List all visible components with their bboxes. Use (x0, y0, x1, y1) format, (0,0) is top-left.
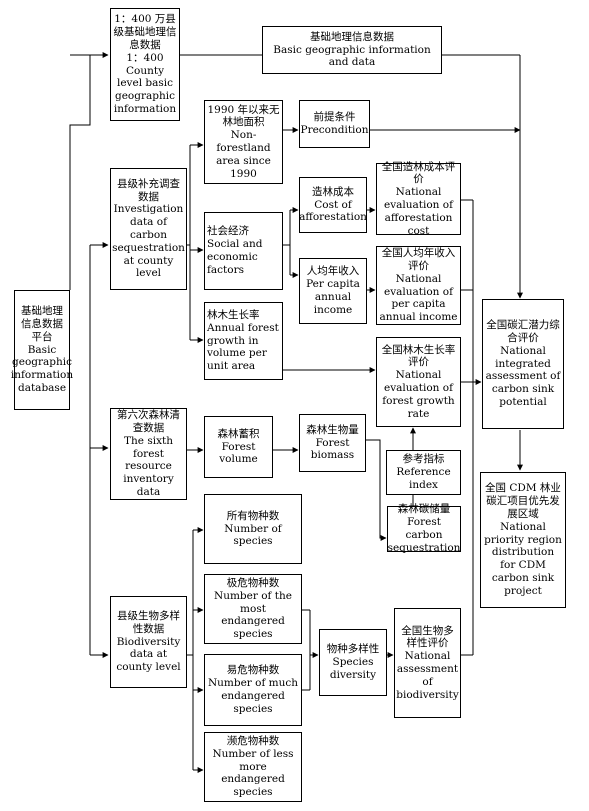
node-label-en: 1：400 County level basic geographic info… (113, 51, 177, 115)
node-label-en: Basic geographic information database (10, 343, 74, 394)
node-label-en: Biodiversity data at county level (116, 635, 181, 674)
node-growth-rate-evaluation: 全国林木生长率评价 National evaluation of forest … (376, 337, 461, 427)
node-label-zh: 森林生物量 (306, 423, 359, 436)
node-county-map-data: 1：400 万县级基础地理信息数据 1：400 County level bas… (110, 8, 180, 121)
node-label-zh: 参考指标 (402, 453, 445, 466)
node-label-en: Forest biomass (310, 436, 355, 462)
node-label-en: National integrated assessment of carbon… (485, 344, 561, 408)
node-label-en: Annual forest growth in volume per unit … (207, 321, 279, 373)
node-label-en: Number of the most endangered species (214, 589, 292, 641)
node-per-capita-income: 人均年收入 Per capita annual income (299, 258, 367, 324)
node-forest-volume: 森林蓄积 Forest volume (204, 416, 273, 478)
node-label-en: National evaluation of per capita annual… (379, 272, 458, 324)
node-forest-growth-rate: 林木生长率 Annual forest growth in volume per… (204, 302, 283, 380)
node-label-en: National evaluation of forest growth rat… (382, 369, 455, 420)
node-forest-inventory-data: 第六次森林清查数据 The sixth forest resource inve… (110, 408, 187, 500)
node-database-platform: 基础地理信息数据平台 Basic geographic information … (10, 290, 74, 410)
node-biodiversity-assessment: 全国生物多样性评价 National assessment of biodive… (394, 608, 461, 718)
node-socio-economic: 社会经济 Social and economic factors (204, 212, 283, 290)
node-label-zh: 基础地理信息数据 (310, 30, 394, 43)
node-label-zh: 人均年收入 (306, 265, 360, 278)
node-label-zh: 所有物种数 (226, 509, 280, 522)
node-label-en: Forest carbon sequestration (387, 516, 461, 554)
node-national-carbon-sink-assessment: 全国碳汇潜力综合评价 National integrated assessmen… (482, 299, 564, 429)
node-label-en: National assessment of biodiversity (396, 650, 459, 701)
node-label-en: Cost of afforestation (299, 198, 367, 224)
node-label-zh: 县级补充调查数据 (117, 177, 180, 203)
node-less-endangered-species: 濒危物种数 Number of less more endangered spe… (204, 732, 302, 802)
node-label-zh: 1：400 万县级基础地理信息数据 (113, 13, 177, 51)
node-label-en: Social and economic factors (207, 238, 263, 276)
node-label-zh: 濒危物种数 (226, 735, 280, 747)
node-label-zh: 全国造林成本评价 (381, 160, 456, 186)
node-label-zh: 全国林木生长率评价 (381, 343, 456, 369)
node-income-evaluation: 全国人均年收入评价 National evaluation of per cap… (376, 246, 461, 325)
node-label-en: Precondition (300, 124, 369, 136)
node-most-endangered-species: 极危物种数 Number of the most endangered spec… (204, 574, 302, 644)
node-label-zh: 县级生物多样性数据 (117, 610, 180, 635)
connector-spine (69, 55, 91, 290)
node-label-en: Reference index (396, 466, 451, 491)
node-county-supplementary-data: 县级补充调查数据 Investigation data of carbon se… (110, 168, 187, 290)
node-basic-geographic-data: 基础地理信息数据 Basic geographic information an… (262, 26, 442, 74)
node-precondition: 前提条件 Precondition (299, 100, 370, 148)
node-label-en: The sixth forest resource inventory data (123, 434, 174, 498)
node-label-zh: 第六次森林清查数据 (117, 409, 180, 435)
node-label-zh: 基础地理信息数据平台 (21, 305, 63, 343)
node-label-en: Investigation data of carbon sequestrati… (112, 203, 185, 280)
node-label-en: Forest volume (219, 440, 258, 466)
node-label-zh: 全国生物多样性评价 (401, 624, 454, 650)
node-label-en: Number of species (224, 522, 282, 548)
node-label-en: Non-forestland area since 1990 (216, 129, 271, 180)
node-forest-biomass: 森林生物量 Forest biomass (299, 414, 366, 472)
node-afforestation-cost: 造林成本 Cost of afforestation (299, 177, 367, 233)
node-much-endangered-species: 易危物种数 Number of much endangered species (204, 654, 302, 726)
node-label-en: National priority region distribution fo… (484, 520, 562, 597)
node-reference-index: 参考指标 Reference index (386, 450, 461, 495)
connector (366, 439, 387, 541)
node-nonforest-area: 1990 年以来无林地面积 Non-forestland area since … (204, 100, 283, 184)
node-label-zh: 物种多样性 (326, 643, 380, 656)
node-label-zh: 林木生长率 (207, 309, 260, 321)
node-label-zh: 森林蓄积 (217, 427, 260, 440)
node-afforestation-cost-evaluation: 全国造林成本评价 National evaluation of afforest… (376, 160, 461, 237)
node-label-zh: 易危物种数 (226, 664, 280, 677)
node-label-en: National evaluation of afforestation cos… (384, 186, 453, 237)
node-label-en: Number of less more endangered species (212, 747, 294, 799)
node-forest-carbon-storage: 森林碳储量 Forest carbon sequestration (387, 503, 461, 554)
node-label-zh: 全国 CDM 林业碳汇项目优先发展区域 (485, 482, 561, 520)
node-label-zh: 全国碳汇潜力综合评价 (486, 319, 560, 344)
node-label-zh: 极危物种数 (226, 577, 280, 589)
node-label-zh: 森林碳储量 (397, 503, 451, 516)
node-label-zh: 造林成本 (312, 185, 354, 198)
node-label-zh: 全国人均年收入评价 (381, 247, 456, 272)
node-cdm-priority-regions: 全国 CDM 林业碳汇项目优先发展区域 National priority re… (480, 472, 566, 608)
node-label-zh: 前提条件 (313, 111, 356, 124)
node-all-species: 所有物种数 Number of species (204, 494, 302, 564)
node-species-diversity: 物种多样性 Species diversity (319, 629, 387, 696)
node-county-biodiversity-data: 县级生物多样性数据 Biodiversity data at county le… (110, 596, 187, 688)
node-label-en: Number of much endangered species (207, 677, 299, 715)
node-label-en: Species diversity (329, 656, 377, 681)
node-label-zh: 1990 年以来无林地面积 (207, 103, 280, 129)
node-label-en: Basic geographic information and data (273, 43, 431, 69)
node-label-zh: 社会经济 (207, 225, 249, 238)
node-label-en: Per capita annual income (306, 278, 360, 316)
